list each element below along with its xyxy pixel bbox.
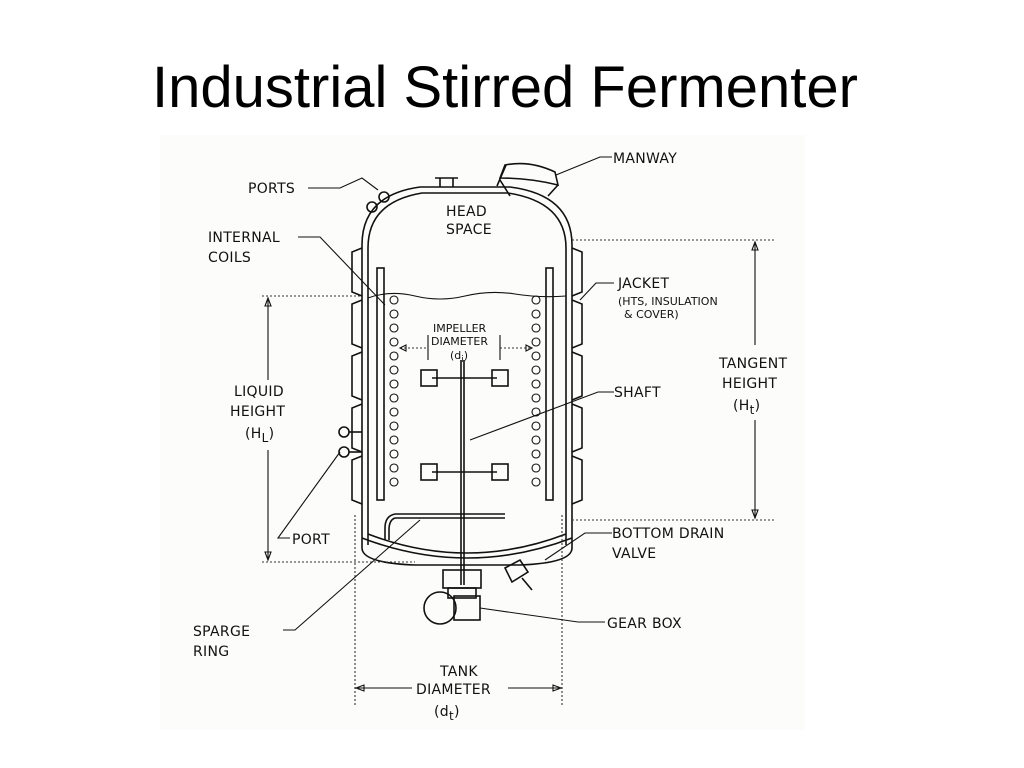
label-jacket-note-1: (HTS, INSULATION: [618, 295, 718, 308]
label-jacket-note-2: & COVER): [624, 308, 679, 321]
label-sparge-1: SPARGE: [193, 624, 250, 640]
label-head-space-1: HEAD: [446, 204, 487, 220]
label-impeller-2: DIAMETER: [431, 335, 488, 348]
label-ports: PORTS: [248, 181, 295, 197]
coil-loop: [389, 435, 399, 445]
coil-loop: [389, 323, 399, 333]
liquid-surface: [367, 291, 567, 300]
top-ports: [366, 177, 458, 213]
label-tangent-3: (Ht): [733, 398, 760, 417]
label-liquid-2: HEIGHT: [230, 404, 285, 420]
coil-loop: [531, 421, 541, 431]
label-internal-coils-1: INTERNAL: [208, 230, 280, 246]
coil-loop: [389, 379, 399, 389]
coil-loop: [531, 295, 541, 305]
coil-loop: [531, 393, 541, 403]
label-tank-2: DIAMETER: [416, 682, 491, 698]
label-internal-coils-2: COILS: [208, 250, 251, 266]
sparge-ring: [384, 513, 505, 540]
coil-loop: [389, 351, 399, 361]
label-tank-3: (dt): [434, 704, 460, 723]
bottom-drain-valve: [503, 558, 533, 591]
vessel-outline: [361, 186, 573, 566]
coil-loop: [531, 365, 541, 375]
label-gear-box: GEAR BOX: [607, 616, 682, 632]
label-tangent-2: HEIGHT: [722, 376, 777, 392]
coil-loop: [389, 337, 399, 347]
coil-loop: [389, 477, 399, 487]
coil-loop: [389, 365, 399, 375]
slide-title: Industrial Stirred Fermenter: [152, 55, 858, 120]
label-liquid-1: LIQUID: [234, 384, 284, 400]
side-port: [338, 426, 362, 458]
coil-loop: [389, 407, 399, 417]
label-sparge-2: RING: [193, 644, 229, 660]
baffles: [376, 267, 554, 501]
coil-loop: [389, 421, 399, 431]
coil-loop: [389, 393, 399, 403]
label-jacket: JACKET: [617, 276, 670, 292]
internal-coils-left: [389, 295, 399, 487]
label-head-space-2: SPACE: [446, 222, 492, 238]
label-bottom-drain-1: BOTTOM DRAIN: [612, 526, 725, 542]
impeller-upper: [420, 369, 509, 387]
label-impeller-1: IMPELLER: [433, 322, 487, 335]
fermenter-schematic: MANWAY PORTS HEAD SPACE INTERNAL COILS J…: [193, 151, 787, 723]
coil-loop: [531, 379, 541, 389]
impeller-lower: [420, 463, 509, 481]
internal-coils-right: [531, 295, 541, 487]
coil-loop: [531, 309, 541, 319]
label-tank-1: TANK: [439, 664, 478, 680]
coil-loop: [389, 309, 399, 319]
coil-loop: [531, 351, 541, 361]
tangent-height-dimension: [572, 239, 775, 521]
coil-loop: [389, 463, 399, 473]
coil-loop: [531, 323, 541, 333]
label-manway: MANWAY: [613, 151, 677, 167]
impeller-diameter-dimension: [398, 335, 534, 360]
label-shaft: SHAFT: [614, 385, 661, 401]
coil-loop: [531, 463, 541, 473]
liquid-height-dimension: [262, 295, 415, 563]
gear-box: [423, 569, 482, 625]
coil-loop: [531, 407, 541, 417]
label-port: PORT: [292, 532, 330, 548]
tank-diameter-dimension: [354, 515, 563, 705]
label-impeller-3: (di): [450, 349, 468, 365]
fermenter-diagram: MANWAY PORTS HEAD SPACE INTERNAL COILS J…: [160, 135, 805, 730]
label-tangent-1: TANGENT: [718, 356, 787, 372]
leader-lines: [276, 156, 614, 631]
label-bottom-drain-2: VALVE: [612, 546, 656, 562]
coil-loop: [531, 435, 541, 445]
coil-loop: [531, 449, 541, 459]
label-liquid-3: (HL): [245, 426, 274, 445]
coil-loop: [389, 449, 399, 459]
manway: [496, 162, 560, 197]
coil-loop: [389, 295, 399, 305]
jacket: [351, 247, 583, 505]
coil-loop: [531, 337, 541, 347]
coil-loop: [531, 477, 541, 487]
